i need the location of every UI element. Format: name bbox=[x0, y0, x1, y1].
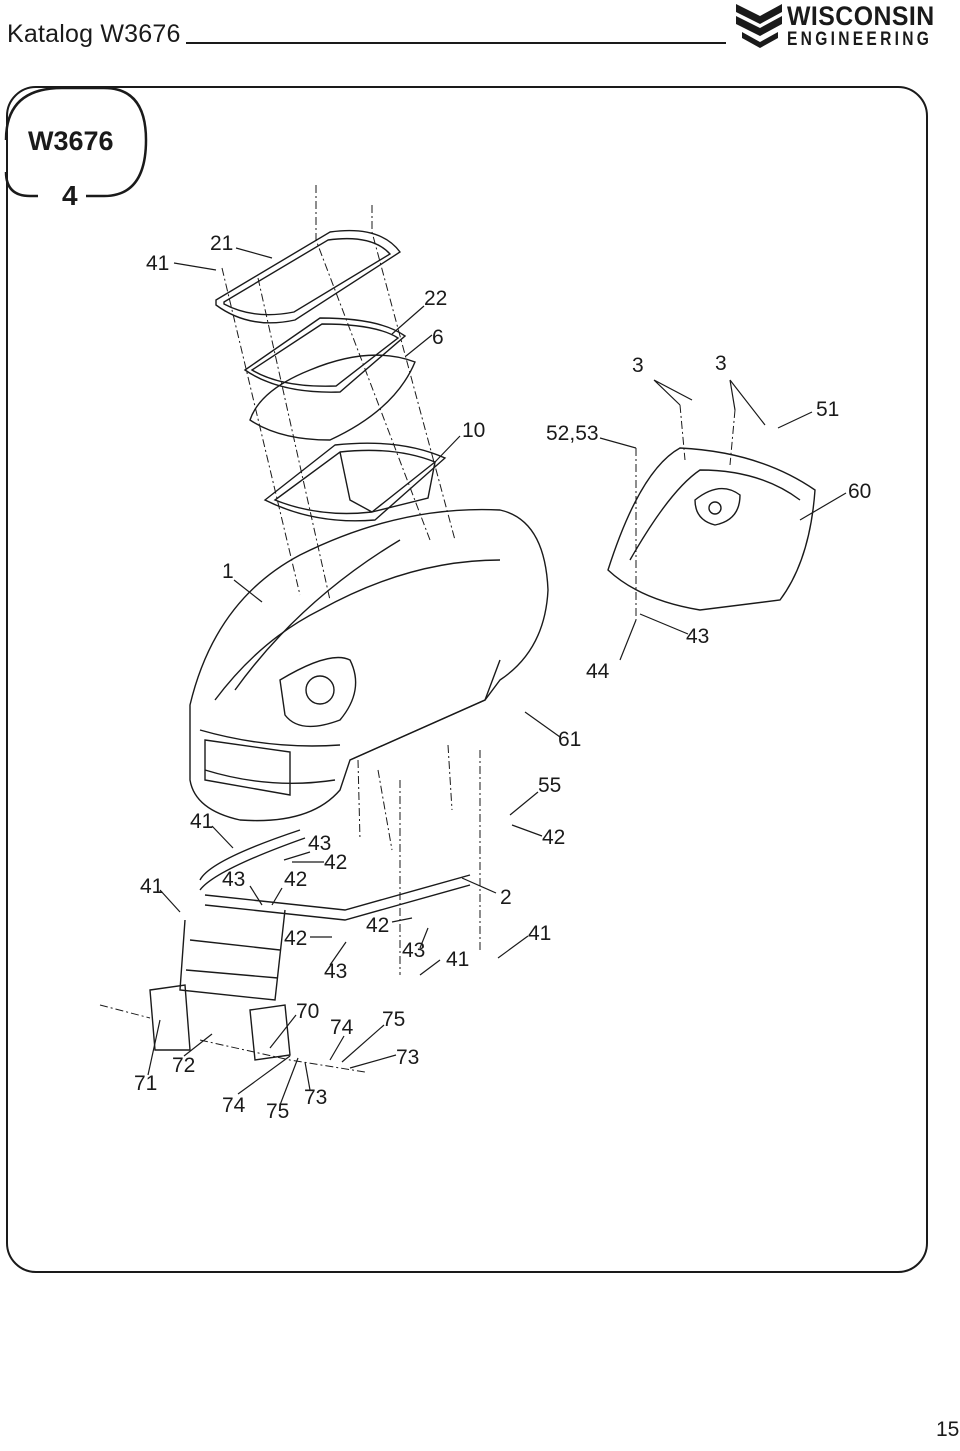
callout-44: 44 bbox=[586, 660, 610, 683]
page-number: 15 bbox=[936, 1418, 960, 1441]
callout-43-upper: 43 bbox=[308, 832, 331, 855]
grille-frame bbox=[215, 229, 402, 324]
clear-window bbox=[249, 354, 416, 441]
callout-42-right: 42 bbox=[542, 826, 565, 849]
parts-linework bbox=[149, 229, 816, 1061]
callout-52-53: 52,53 bbox=[546, 422, 599, 445]
callout-41-lower-center: 41 bbox=[446, 948, 469, 971]
callout-42-lower-center: 42 bbox=[366, 914, 389, 937]
callout-74-left: 74 bbox=[222, 1094, 246, 1117]
callout-1: 1 bbox=[222, 560, 234, 583]
callout-74-right: 74 bbox=[330, 1016, 354, 1039]
brand-logo: WISCONSIN ENGINEERING bbox=[734, 2, 934, 50]
callout-43-lower-center: 43 bbox=[402, 939, 425, 962]
callout-2: 2 bbox=[500, 886, 512, 909]
callout-71: 71 bbox=[134, 1072, 157, 1095]
callout-42-mid: 42 bbox=[284, 868, 307, 891]
callout-73-left: 73 bbox=[304, 1086, 327, 1109]
badge-outline bbox=[4, 86, 148, 198]
diagram-frame bbox=[6, 86, 928, 1273]
callout-61: 61 bbox=[558, 728, 581, 751]
front-bumper bbox=[199, 829, 306, 891]
alignment-lines bbox=[99, 185, 736, 1073]
callout-6: 6 bbox=[432, 326, 444, 349]
callout-22: 22 bbox=[424, 287, 447, 310]
callout-72: 72 bbox=[172, 1054, 195, 1077]
callout-75-left: 75 bbox=[266, 1100, 289, 1123]
logo-wordmark-bottom: ENGINEERING bbox=[787, 29, 933, 50]
callout-43-lower-left: 43 bbox=[324, 960, 347, 983]
hood-shell bbox=[189, 508, 549, 822]
callout-42-upper: 42 bbox=[324, 851, 347, 874]
logo-wordmark-top: WISCONSIN bbox=[787, 1, 935, 31]
callout-41-top: 41 bbox=[146, 252, 169, 275]
callout-10: 10 bbox=[462, 419, 485, 442]
model-code: W3676 bbox=[28, 126, 114, 156]
callout-42-lower-left: 42 bbox=[284, 927, 307, 950]
callout-75-right: 75 bbox=[382, 1008, 405, 1031]
mounting-bracket-right bbox=[249, 1004, 291, 1061]
callout-41-lower-right: 41 bbox=[528, 922, 551, 945]
callout-43-cowl: 43 bbox=[686, 625, 709, 648]
window-seal bbox=[243, 317, 407, 393]
mounting-bracket-left bbox=[149, 984, 191, 1051]
callout-21: 21 bbox=[210, 232, 233, 255]
callout-73-right: 73 bbox=[396, 1046, 419, 1069]
section-number: 4 bbox=[62, 180, 78, 211]
header-rule bbox=[186, 42, 726, 44]
callout-60: 60 bbox=[848, 480, 871, 503]
logo-emblem-icon bbox=[736, 4, 782, 48]
callout-3-left: 3 bbox=[632, 354, 644, 377]
callout-55: 55 bbox=[538, 774, 561, 797]
callout-41-bumper-left: 41 bbox=[190, 810, 213, 833]
callout-70: 70 bbox=[296, 1000, 319, 1023]
callout-41-side: 41 bbox=[140, 875, 163, 898]
callout-43-mid: 43 bbox=[222, 868, 245, 891]
storage-tray bbox=[263, 442, 447, 522]
callout-51: 51 bbox=[816, 398, 839, 421]
side-cowl bbox=[607, 447, 816, 611]
leader-lines bbox=[147, 247, 847, 1106]
callout-3-right: 3 bbox=[715, 352, 727, 375]
catalog-title: Katalog W3676 bbox=[7, 20, 181, 48]
